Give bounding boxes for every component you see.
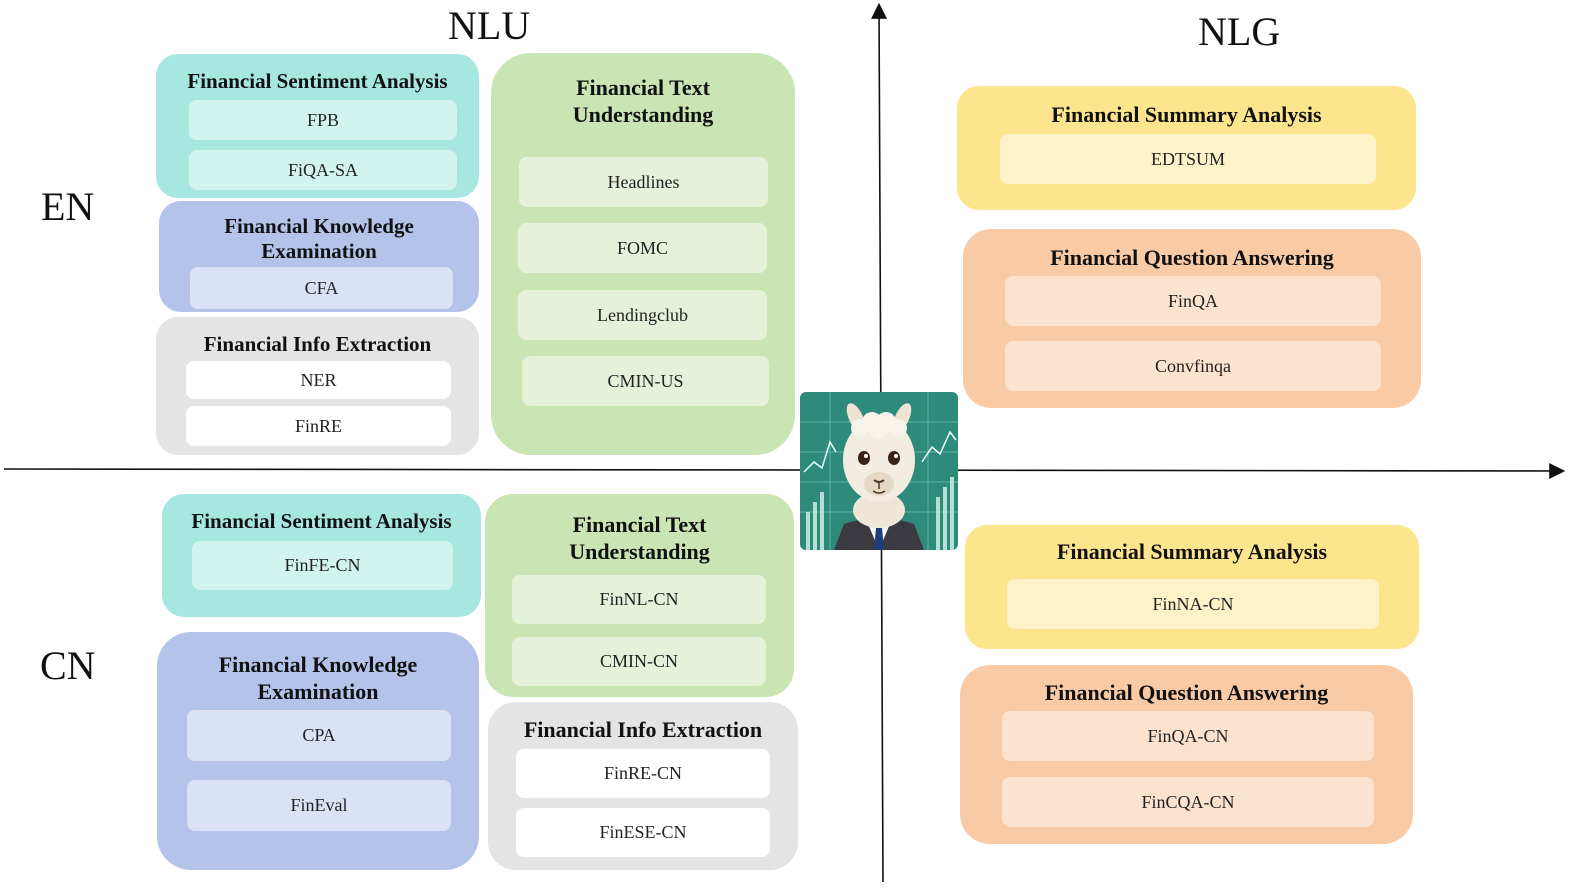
cn-qa-group: Financial Question Answering FinQA-CN Fi…: [960, 665, 1413, 844]
group-title-line1: Financial Text: [576, 75, 710, 100]
cn-knowledge-group: Financial Knowledge Examination CPA FinE…: [157, 632, 479, 870]
dataset-item-finese-cn: FinESE-CN: [516, 808, 770, 857]
group-title-line2: Understanding: [572, 102, 714, 127]
dataset-item-fpb: FPB: [189, 100, 457, 140]
dataset-item-finfe-cn: FinFE-CN: [192, 541, 453, 590]
en-knowledge-group: Financial Knowledge Examination CFA: [159, 201, 479, 312]
dataset-item-finre: FinRE: [186, 406, 451, 446]
dataset-item-fineval: FinEval: [187, 780, 451, 831]
dataset-item-finqa-cn: FinQA-CN: [1002, 711, 1374, 761]
group-title: Financial Info Extraction: [203, 332, 432, 356]
group-title: Financial Summary Analysis: [1051, 102, 1322, 127]
dataset-item-cmin-us: CMIN-US: [522, 356, 769, 406]
group-title: Financial Sentiment Analysis: [187, 69, 448, 93]
en-text-understanding-group: Financial Text Understanding Headlines F…: [491, 53, 795, 455]
dataset-item-fiqa-sa: FiQA-SA: [189, 150, 457, 190]
dataset-item-headlines: Headlines: [519, 157, 768, 207]
en-qa-group: Financial Question Answering FinQA Convf…: [963, 229, 1421, 408]
group-title-line1: Financial Knowledge: [224, 214, 414, 238]
dataset-item-lendingclub: Lendingclub: [518, 290, 767, 340]
dataset-item-edtsum: EDTSUM: [1000, 134, 1376, 184]
dataset-item-finre-cn: FinRE-CN: [516, 749, 770, 798]
group-title: Financial Summary Analysis: [1056, 539, 1328, 564]
nlg-label: NLG: [1198, 9, 1281, 54]
group-title-line1: Financial Knowledge: [218, 652, 418, 677]
group-title-line1: Financial Text: [572, 512, 707, 537]
cn-text-understanding-group: Financial Text Understanding FinNL-CN CM…: [485, 494, 794, 697]
en-extraction-group: Financial Info Extraction NER FinRE: [156, 317, 479, 455]
en-label: EN: [41, 184, 95, 229]
dataset-item-fomc: FOMC: [518, 223, 767, 273]
horizontal-axis: [3, 462, 1566, 479]
dataset-item-finnl-cn: FinNL-CN: [512, 575, 766, 624]
cn-extraction-group: Financial Info Extraction FinRE-CN FinES…: [488, 702, 798, 870]
alpaca-mascot-icon: [800, 392, 958, 550]
en-sentiment-group: Financial Sentiment Analysis FPB FiQA-SA: [156, 54, 479, 198]
dataset-item-finqa: FinQA: [1005, 276, 1381, 326]
group-title: Financial Sentiment Analysis: [191, 509, 452, 533]
dataset-item-finna-cn: FinNA-CN: [1007, 579, 1379, 629]
dataset-item-cpa: CPA: [187, 710, 451, 761]
dataset-item-cmin-cn: CMIN-CN: [512, 637, 766, 686]
group-title-line2: Examination: [261, 239, 377, 263]
group-title: Financial Question Answering: [1044, 680, 1329, 705]
cn-summary-group: Financial Summary Analysis FinNA-CN: [965, 525, 1419, 649]
dataset-item-cfa: CFA: [190, 267, 453, 309]
dataset-item-convfinqa: Convfinqa: [1005, 341, 1381, 391]
en-summary-group: Financial Summary Analysis EDTSUM: [957, 86, 1416, 210]
cn-sentiment-group: Financial Sentiment Analysis FinFE-CN: [162, 494, 481, 617]
group-title: Financial Info Extraction: [523, 717, 763, 742]
nlu-label: NLU: [448, 3, 531, 48]
group-title-line2: Examination: [257, 679, 379, 704]
cn-label: CN: [40, 643, 96, 688]
group-title-line2: Understanding: [569, 539, 710, 564]
dataset-item-ner: NER: [186, 361, 451, 399]
group-title: Financial Question Answering: [1050, 245, 1334, 270]
dataset-item-fincqa-cn: FinCQA-CN: [1002, 777, 1374, 827]
